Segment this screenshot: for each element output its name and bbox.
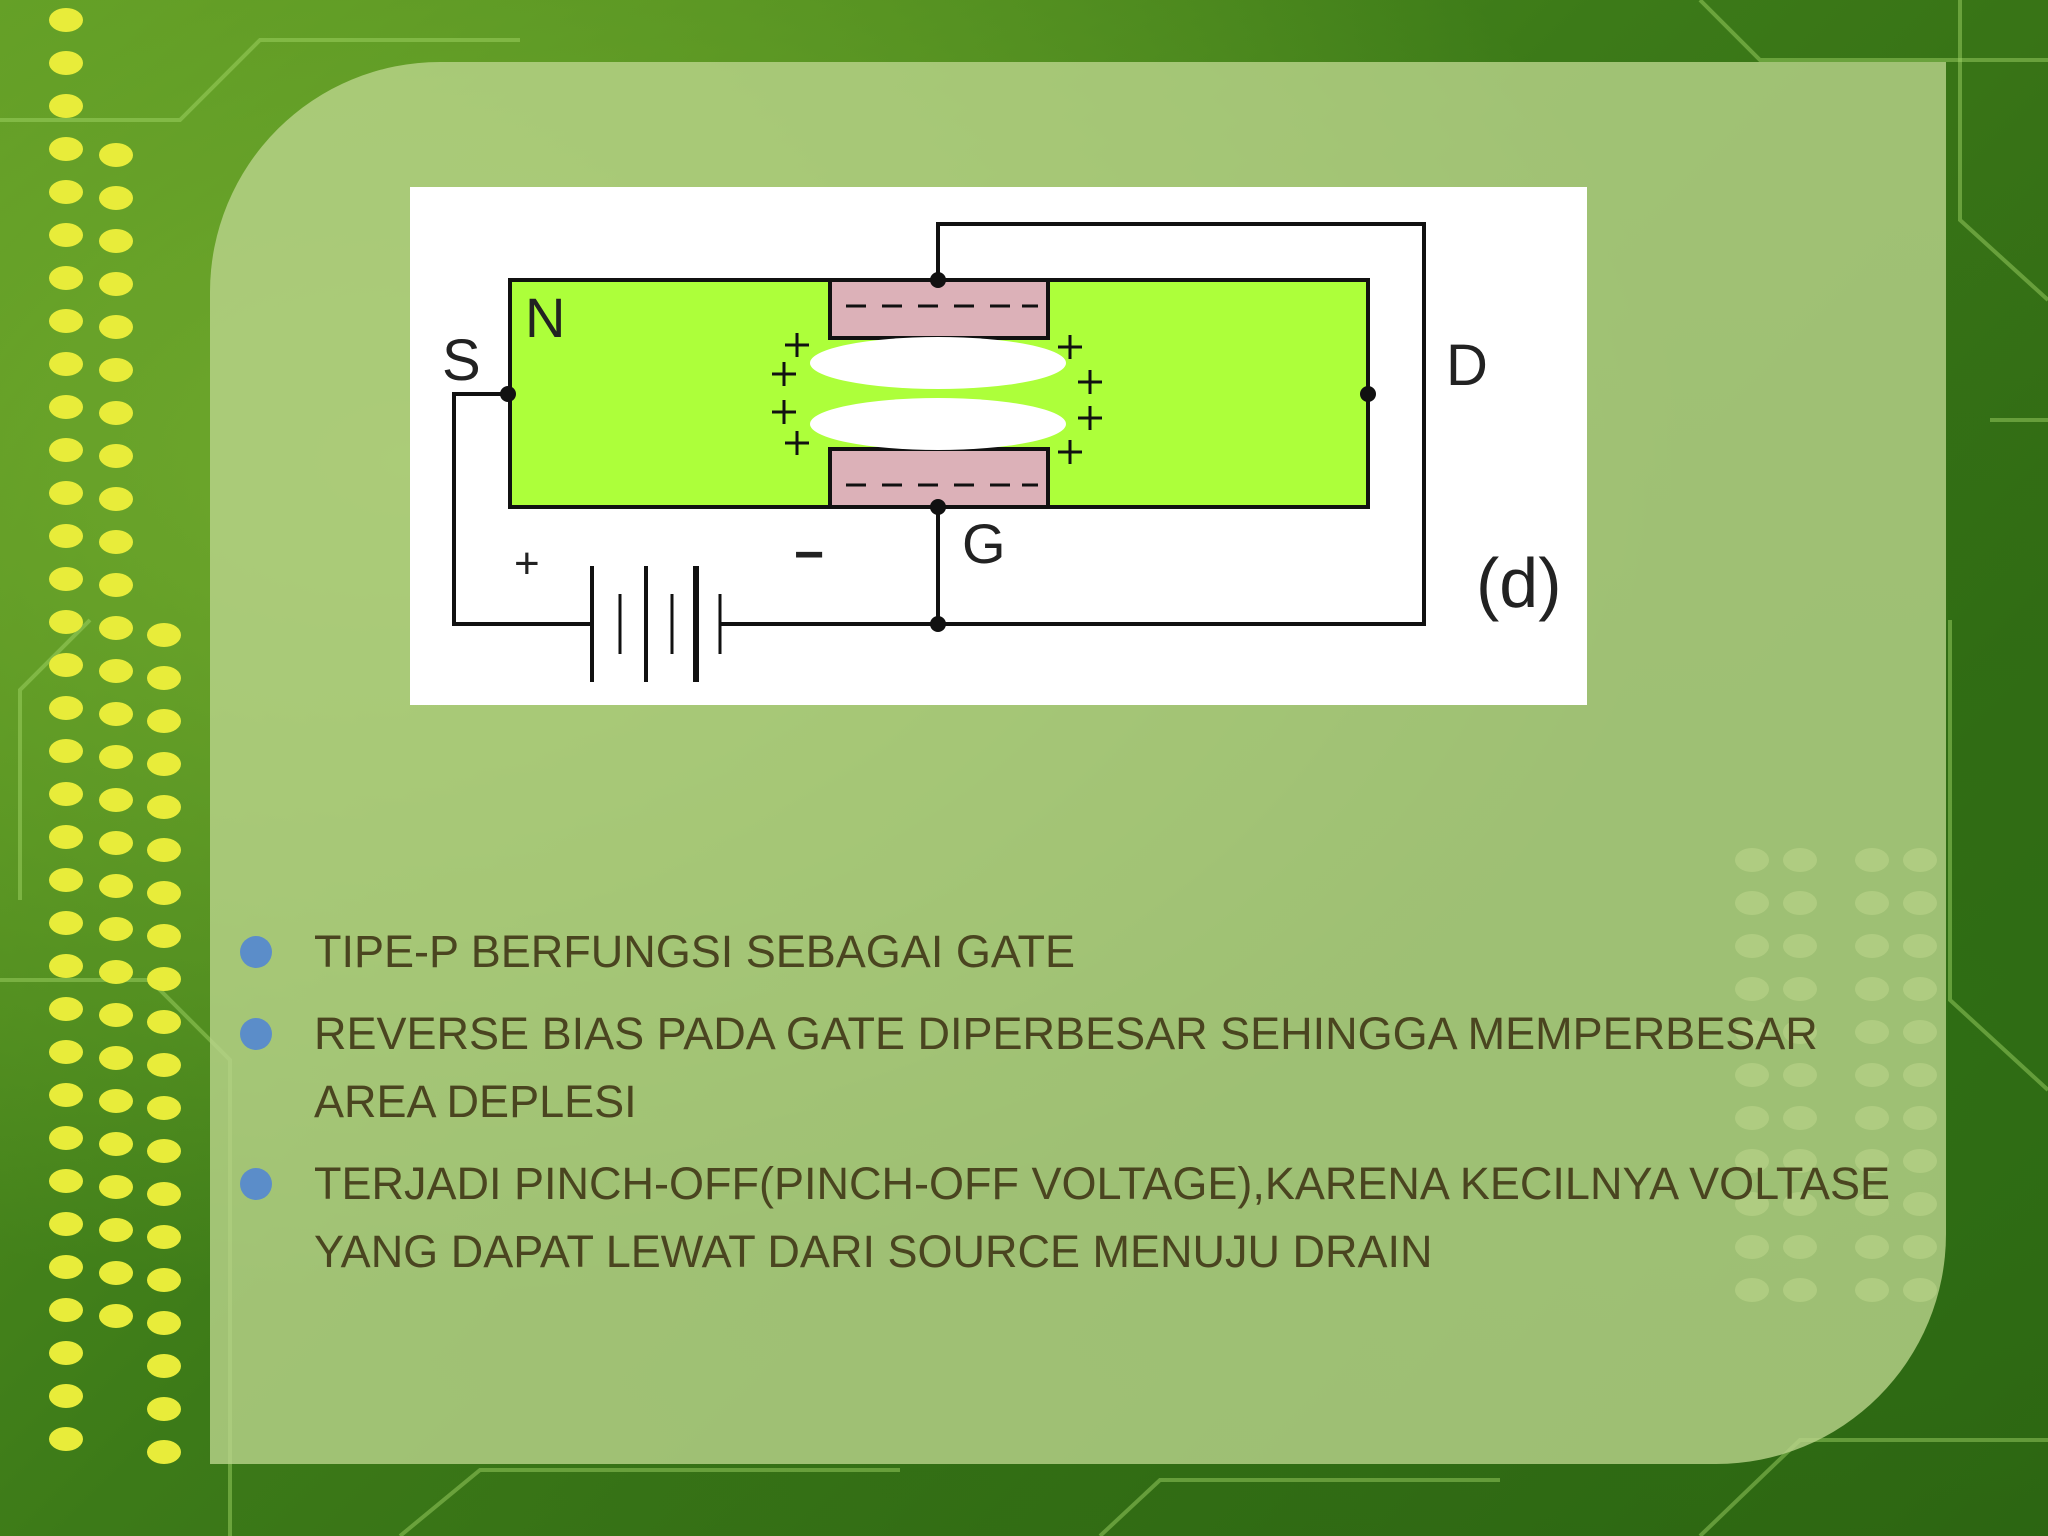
depletion-region-top — [810, 337, 1066, 389]
source-wire — [452, 392, 592, 626]
bullet-dot-icon — [240, 1168, 272, 1200]
source-terminal-dot — [500, 386, 516, 402]
battery-minus-label: − — [794, 526, 824, 584]
bullet-text: TIPE-P BERFUNGSI SEBAGAI GATE — [314, 926, 1076, 977]
n-region-label: N — [525, 286, 565, 349]
bullet-text: REVERSE BIAS PADA GATE DIPERBESAR SEHING… — [314, 1008, 1818, 1127]
bullet-text: TERJADI PINCH-OFF(PINCH-OFF VOLTAGE),KAR… — [314, 1158, 1891, 1277]
gate-label: G — [962, 512, 1006, 575]
jfet-diagram: S N D G (d) + − — [410, 187, 1587, 705]
gate-to-drain-wire — [936, 222, 1426, 626]
bullet-list: TIPE-P BERFUNGSI SEBAGAI GATE REVERSE BI… — [236, 918, 1936, 1300]
p-gate-region-top — [828, 278, 1050, 340]
gate-top-dot — [930, 272, 946, 288]
gate-junction-dot — [930, 616, 946, 632]
battery-icon — [590, 566, 722, 682]
bullet-item: TIPE-P BERFUNGSI SEBAGAI GATE — [236, 918, 1936, 986]
gate-bottom-dot — [930, 499, 946, 515]
bullet-item: TERJADI PINCH-OFF(PINCH-OFF VOLTAGE),KAR… — [236, 1150, 1936, 1286]
drain-label: D — [1446, 333, 1488, 398]
bullet-item: REVERSE BIAS PADA GATE DIPERBESAR SEHING… — [236, 1000, 1936, 1136]
drain-terminal-dot — [1360, 386, 1376, 402]
figure-tag: (d) — [1476, 544, 1562, 622]
battery-plus-label: + — [514, 539, 540, 588]
source-label: S — [442, 328, 481, 393]
bullet-dot-icon — [240, 1018, 272, 1050]
bullet-dot-icon — [240, 936, 272, 968]
depletion-region-bottom — [810, 398, 1066, 450]
p-gate-region-bottom — [828, 447, 1050, 509]
